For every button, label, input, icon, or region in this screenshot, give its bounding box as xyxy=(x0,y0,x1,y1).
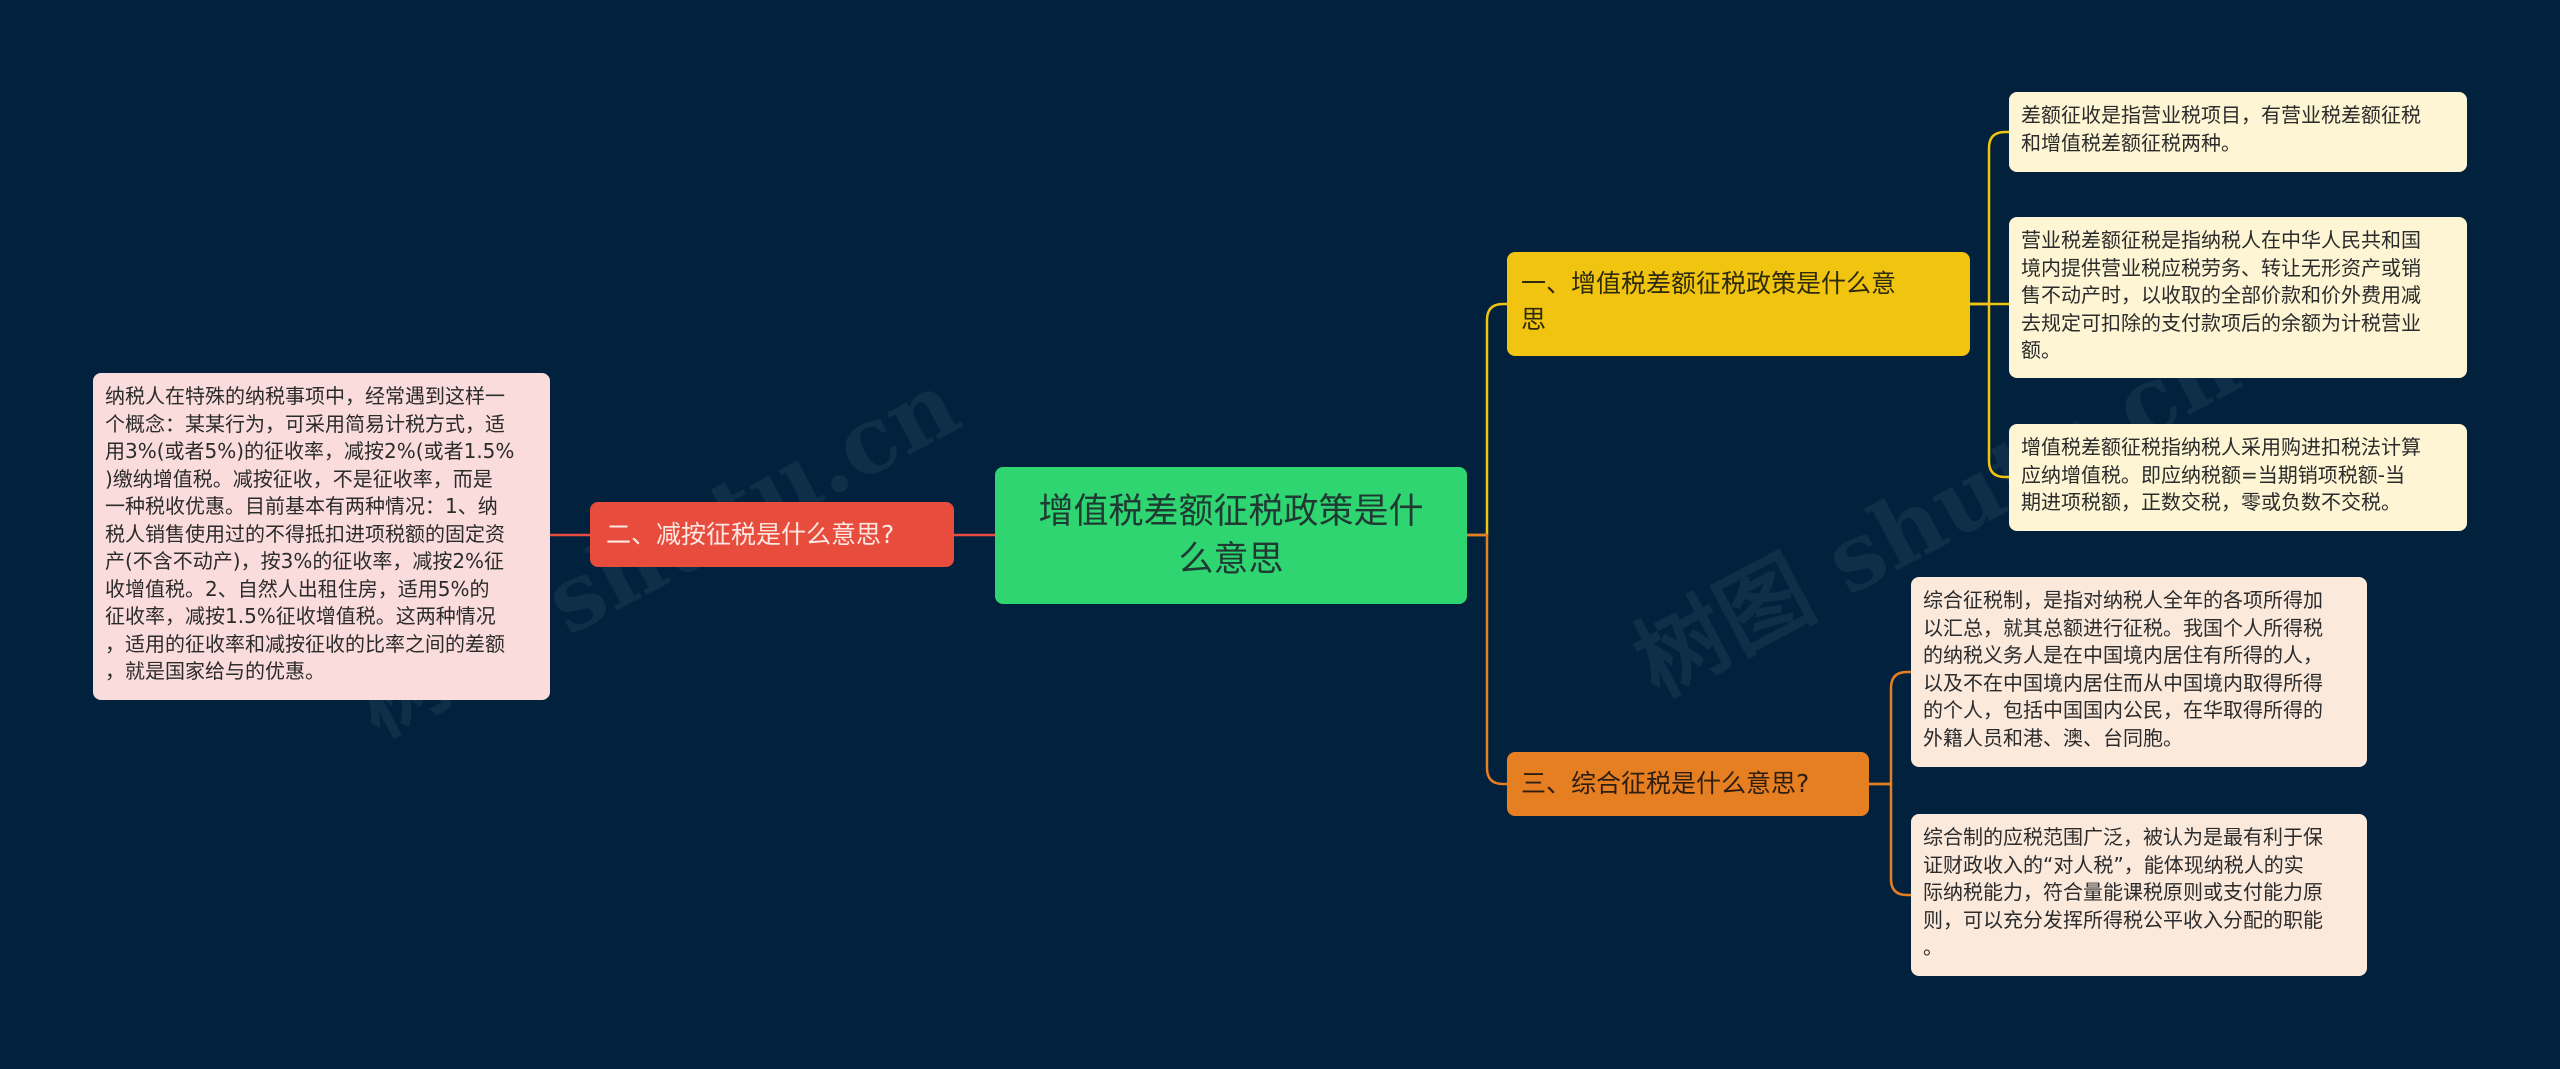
leaf-3-2-text: 综合制的应税范围广泛，被认为是最有利于保 证财政收入的“对人税”，能体现纳税人的… xyxy=(1923,825,2323,959)
leaf-3-1-text: 综合征税制，是指对纳税人全年的各项所得加 以汇总，就其总额进行征税。我国个人所得… xyxy=(1923,588,2323,750)
branch-2-label: 二、减按征税是什么意思? xyxy=(606,519,895,549)
leaf-1-3-text: 增值税差额征税指纳税人采用购进扣税法计算 应纳增值税。即应纳税额=当期销项税额-… xyxy=(2021,435,2421,514)
center-topic-label: 增值税差额征税政策是什 么意思 xyxy=(1038,491,1424,580)
branch-node-3[interactable]: 三、综合征税是什么意思? xyxy=(1507,752,1869,816)
connector-branch-3-leaf-2 xyxy=(1869,782,1911,897)
center-topic-node[interactable]: 增值税差额征税政策是什 么意思 xyxy=(995,467,1467,604)
leaf-node-1-2[interactable]: 营业税差额征税是指纳税人在中华人民共和国 境内提供营业税应税劳务、转让无形资产或… xyxy=(2009,217,2467,378)
leaf-1-1-text: 差额征收是指营业税项目，有营业税差额征税 和增值税差额征税两种。 xyxy=(2021,103,2421,155)
connector-branch-1-leaf-3 xyxy=(1970,302,2009,479)
leaf-node-2-1[interactable]: 纳税人在特殊的纳税事项中，经常遇到这样一 个概念：某某行为，可采用简易计税方式，… xyxy=(93,373,550,700)
branch-3-label: 三、综合征税是什么意思? xyxy=(1521,769,1810,798)
branch-1-label: 一、增值税差额征税政策是什么意 思 xyxy=(1521,269,1897,334)
connector-branch-1-leaf-1 xyxy=(1970,130,2009,306)
connector-center-branch-1 xyxy=(1467,302,1507,537)
leaf-1-2-text: 营业税差额征税是指纳税人在中华人民共和国 境内提供营业税应税劳务、转让无形资产或… xyxy=(2021,228,2421,362)
branch-node-2[interactable]: 二、减按征税是什么意思? xyxy=(590,502,954,567)
leaf-2-1-text: 纳税人在特殊的纳税事项中，经常遇到这样一 个概念：某某行为，可采用简易计税方式，… xyxy=(105,384,515,683)
leaf-node-3-1[interactable]: 综合征税制，是指对纳税人全年的各项所得加 以汇总，就其总额进行征税。我国个人所得… xyxy=(1911,577,2367,767)
connector-center-branch-3 xyxy=(1467,533,1507,786)
leaf-node-3-2[interactable]: 综合制的应税范围广泛，被认为是最有利于保 证财政收入的“对人税”，能体现纳税人的… xyxy=(1911,814,2367,976)
leaf-node-1-3[interactable]: 增值税差额征税指纳税人采用购进扣税法计算 应纳增值税。即应纳税额=当期销项税额-… xyxy=(2009,424,2467,531)
connector-branch-3-leaf-1 xyxy=(1869,670,1911,786)
branch-node-1[interactable]: 一、增值税差额征税政策是什么意 思 xyxy=(1507,252,1970,356)
leaf-node-1-1[interactable]: 差额征收是指营业税项目，有营业税差额征税 和增值税差额征税两种。 xyxy=(2009,92,2467,172)
